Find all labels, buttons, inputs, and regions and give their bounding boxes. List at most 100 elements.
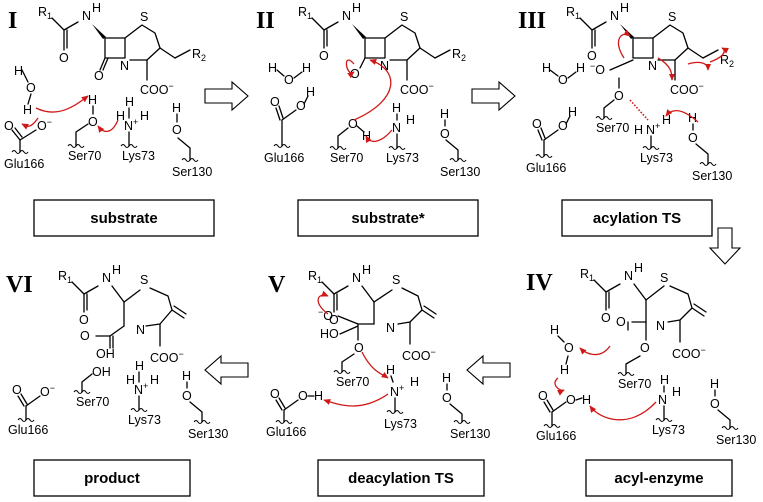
lys73-residue: H N+ H H Lys73	[126, 359, 161, 427]
stage-numeral: II	[256, 8, 275, 34]
n-atom: N	[136, 323, 145, 337]
h-atom: H	[620, 1, 629, 15]
o-atom: O	[532, 117, 542, 131]
residue-label: Ser130	[692, 169, 732, 183]
h-atom: H	[542, 61, 551, 75]
lys-n-plus: N+	[134, 381, 148, 397]
glu166-residue: O O H Glu166	[536, 389, 591, 443]
h-atom: H	[140, 109, 149, 123]
h-atom: H	[14, 64, 23, 78]
h-atom: H	[660, 373, 669, 387]
water: H O H	[14, 64, 36, 117]
h-atom: H	[88, 93, 97, 107]
glu166-residue: O O− Glu166	[4, 117, 52, 171]
r2-label: R2	[720, 53, 734, 69]
stage-3: III R1 O N H −O N S R2 COO− H O	[518, 1, 734, 237]
carboxylate: COO−	[150, 349, 184, 365]
n-atom: N	[658, 393, 667, 407]
o-atom: O	[12, 383, 22, 397]
ser70-residue: Ser70	[333, 353, 369, 389]
nh-label: N	[82, 9, 91, 23]
stage-label-box	[33, 459, 191, 497]
residue-label: Ser130	[188, 427, 228, 441]
h-atom: H	[440, 107, 449, 121]
s-atom: S	[400, 10, 408, 24]
stage-label-box	[33, 199, 215, 237]
o-atom: O	[80, 329, 90, 343]
water: H O H	[542, 61, 585, 87]
o-atom: O	[354, 341, 364, 355]
stage-2: II R1 O N H O N S R2 COO− H O	[256, 1, 480, 237]
step-arrow	[204, 354, 249, 386]
h-atom: H	[23, 103, 32, 117]
residue-label: Ser70	[618, 377, 651, 391]
step-arrow	[471, 80, 516, 112]
stage-4: IV R1 O N H S N O O COO− H	[526, 261, 756, 497]
h-atom: H	[672, 385, 681, 399]
o-atom: O	[26, 81, 36, 95]
h-atom: H	[125, 95, 134, 109]
s-atom: S	[140, 10, 148, 24]
residue-label: Ser70	[330, 151, 363, 165]
o-atom: O	[172, 123, 182, 137]
o-atom: O	[564, 341, 574, 355]
glu-o-minus: O−	[37, 117, 52, 133]
stage-label-box	[585, 459, 733, 497]
cephalosporin-core: R1 O N H O N S R2 COO−	[298, 1, 466, 97]
stage-numeral: IV	[526, 270, 553, 296]
o-atom: O	[614, 89, 624, 103]
h-atom: H	[150, 373, 159, 387]
h-atom: H	[172, 101, 181, 115]
stage-label-box	[317, 459, 485, 497]
o-atom: O	[270, 387, 280, 401]
glu166-residue: O O H Glu166	[526, 105, 577, 175]
h-atom: H	[634, 123, 643, 137]
residue-label: Glu166	[266, 425, 306, 439]
oxyanion: −O	[590, 61, 605, 77]
o-atom: O	[640, 341, 650, 355]
stage-numeral: I	[8, 8, 17, 34]
r1-label: R1	[38, 5, 52, 21]
o-atom: O	[616, 315, 626, 329]
step-arrow	[466, 354, 511, 386]
o-atom: O	[4, 119, 14, 133]
stage-numeral: V	[268, 272, 286, 298]
s-atom: S	[660, 271, 668, 285]
r1-label: R1	[298, 5, 312, 21]
stage-numeral: VI	[6, 272, 33, 298]
stage-label: substrate*	[351, 210, 425, 227]
ser130-residue: H O Ser130	[172, 101, 212, 179]
lys73-residue: H N+ H Lys73	[384, 363, 419, 431]
step-arrow	[708, 227, 742, 265]
ser130-residue: H O Ser130	[688, 111, 732, 183]
ser70-residue: O H Ser70	[329, 117, 371, 165]
oxyanion: −O	[318, 307, 333, 323]
h-atom: H	[576, 61, 585, 75]
cephalosporin-core: R1 O N H S N −O HO O COO−	[308, 263, 437, 363]
n-atom: N	[392, 121, 401, 135]
n-atom: N	[120, 59, 129, 73]
h-atom: H	[710, 377, 719, 391]
stage-label: substrate	[90, 210, 158, 227]
o-atom: O	[601, 311, 611, 325]
o-atom: O	[329, 313, 339, 327]
h-atom: H	[182, 369, 191, 383]
h-atom: H	[302, 61, 311, 75]
lys-n-plus: N+	[124, 117, 138, 133]
step-arrow	[204, 80, 249, 112]
o-atom: O	[319, 49, 329, 63]
h-atom: H	[352, 1, 361, 15]
ser130-residue: H O Ser130	[710, 377, 756, 447]
h-atom: H	[314, 389, 323, 403]
stage-label: acylation TS	[593, 210, 681, 227]
ser70-residue: Ser70	[617, 355, 651, 391]
o-atom: O	[566, 393, 576, 407]
cephalosporin-core: R1 O N H S N O O COO−	[580, 261, 707, 361]
r1-label: R1	[58, 269, 72, 285]
oh-group: OH	[92, 365, 111, 379]
s-atom: S	[140, 273, 148, 287]
h-atom: H	[112, 263, 121, 277]
carboxylate: COO−	[400, 81, 434, 97]
r1-label: R1	[566, 5, 580, 21]
